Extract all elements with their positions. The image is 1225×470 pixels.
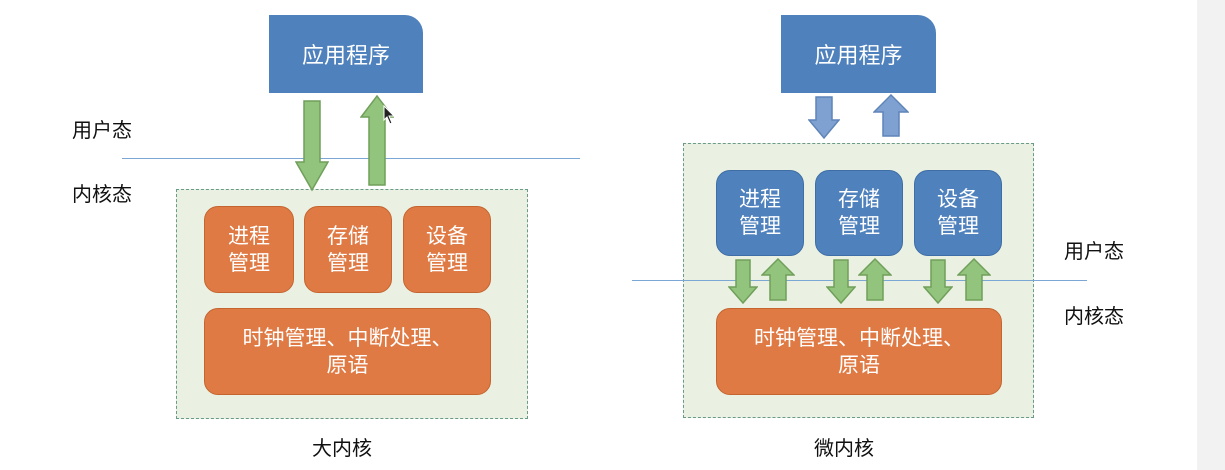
right-storage-arrow-down-icon (826, 259, 856, 305)
right-arrow-down-icon (808, 96, 840, 140)
left-module-clock-interrupt: 时钟管理、中断处理、 原语 (204, 308, 491, 395)
right-mode-divider (632, 280, 1087, 281)
left-caption: 大内核 (312, 436, 372, 460)
left-mode-divider (122, 158, 580, 159)
right-app-box: 应用程序 (781, 15, 936, 93)
left-module-process: 进程 管理 (204, 206, 294, 293)
right-module-process: 进程 管理 (716, 170, 804, 256)
background-strip (1197, 0, 1225, 470)
right-module-storage: 存储 管理 (815, 170, 903, 256)
left-module-device: 设备 管理 (403, 206, 491, 293)
right-module-clock-interrupt: 时钟管理、中断处理、 原语 (716, 308, 1002, 395)
right-user-mode-label: 用户态 (1064, 239, 1124, 263)
right-device-arrow-down-icon (923, 259, 953, 305)
right-process-arrow-up-icon (761, 258, 795, 301)
left-kernel-mode-label: 内核态 (72, 182, 132, 206)
right-process-arrow-down-icon (728, 259, 758, 305)
right-arrow-up-icon (873, 94, 909, 137)
left-user-mode-label: 用户态 (72, 118, 132, 142)
right-storage-arrow-up-icon (858, 258, 892, 301)
right-kernel-mode-label: 内核态 (1064, 304, 1124, 328)
right-caption: 微内核 (814, 436, 874, 460)
right-module-device: 设备 管理 (914, 170, 1002, 256)
right-device-arrow-up-icon (957, 258, 991, 301)
left-app-box: 应用程序 (269, 15, 423, 93)
mouse-cursor-icon (383, 105, 396, 125)
left-arrow-down-icon (295, 100, 329, 192)
left-module-storage: 存储 管理 (304, 206, 392, 293)
